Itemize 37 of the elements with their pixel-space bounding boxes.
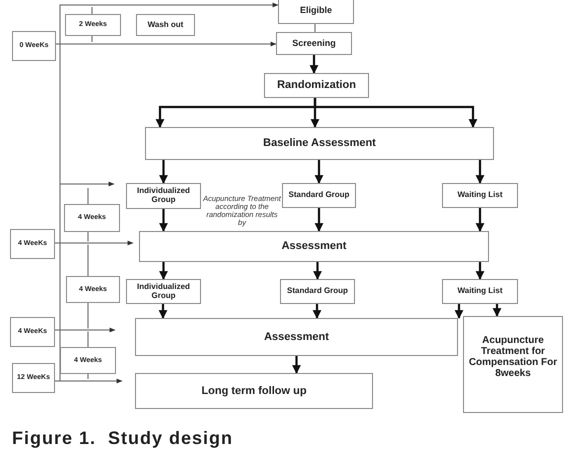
arrow bbox=[60, 182, 115, 186]
group-box: Waiting List bbox=[442, 183, 518, 208]
arrow bbox=[56, 42, 277, 46]
arrow bbox=[492, 304, 502, 317]
arrow bbox=[159, 262, 168, 280]
arrow bbox=[476, 208, 484, 232]
process-box: Acupuncture Treatment for Compensation For 8weeks bbox=[463, 316, 563, 413]
process-box: Wash out bbox=[136, 14, 195, 36]
process-box: Baseline Assessment bbox=[145, 127, 494, 160]
process-box: Eligible bbox=[278, 0, 354, 24]
process-box: Randomization bbox=[264, 73, 369, 98]
process-box: Screening bbox=[276, 32, 352, 55]
arrow bbox=[54, 328, 116, 332]
arrow bbox=[310, 55, 318, 74]
figure-caption: Figure 1. Study design bbox=[12, 428, 234, 449]
arrow bbox=[312, 304, 322, 319]
process-box: Assessment bbox=[135, 318, 458, 356]
group-box: Standard Group bbox=[282, 183, 356, 208]
arrow bbox=[314, 160, 324, 184]
group-box: Individualized Group bbox=[126, 279, 201, 304]
group-box: Standard Group bbox=[280, 279, 355, 304]
arrow bbox=[158, 304, 168, 319]
arrow bbox=[159, 160, 168, 184]
arrow bbox=[292, 356, 301, 374]
arrow bbox=[476, 160, 484, 184]
arrow bbox=[54, 240, 134, 246]
process-box: Assessment bbox=[139, 231, 489, 262]
arrow bbox=[313, 262, 322, 280]
group-box: Waiting List bbox=[442, 279, 518, 304]
arrow bbox=[476, 262, 484, 280]
arrow bbox=[159, 209, 168, 232]
group-box: Individualized Group bbox=[126, 183, 201, 209]
process-box: Long term follow up bbox=[135, 373, 373, 409]
arrow bbox=[454, 304, 464, 319]
arrow bbox=[314, 98, 478, 128]
arrow bbox=[54, 378, 123, 384]
arrow bbox=[314, 208, 324, 232]
